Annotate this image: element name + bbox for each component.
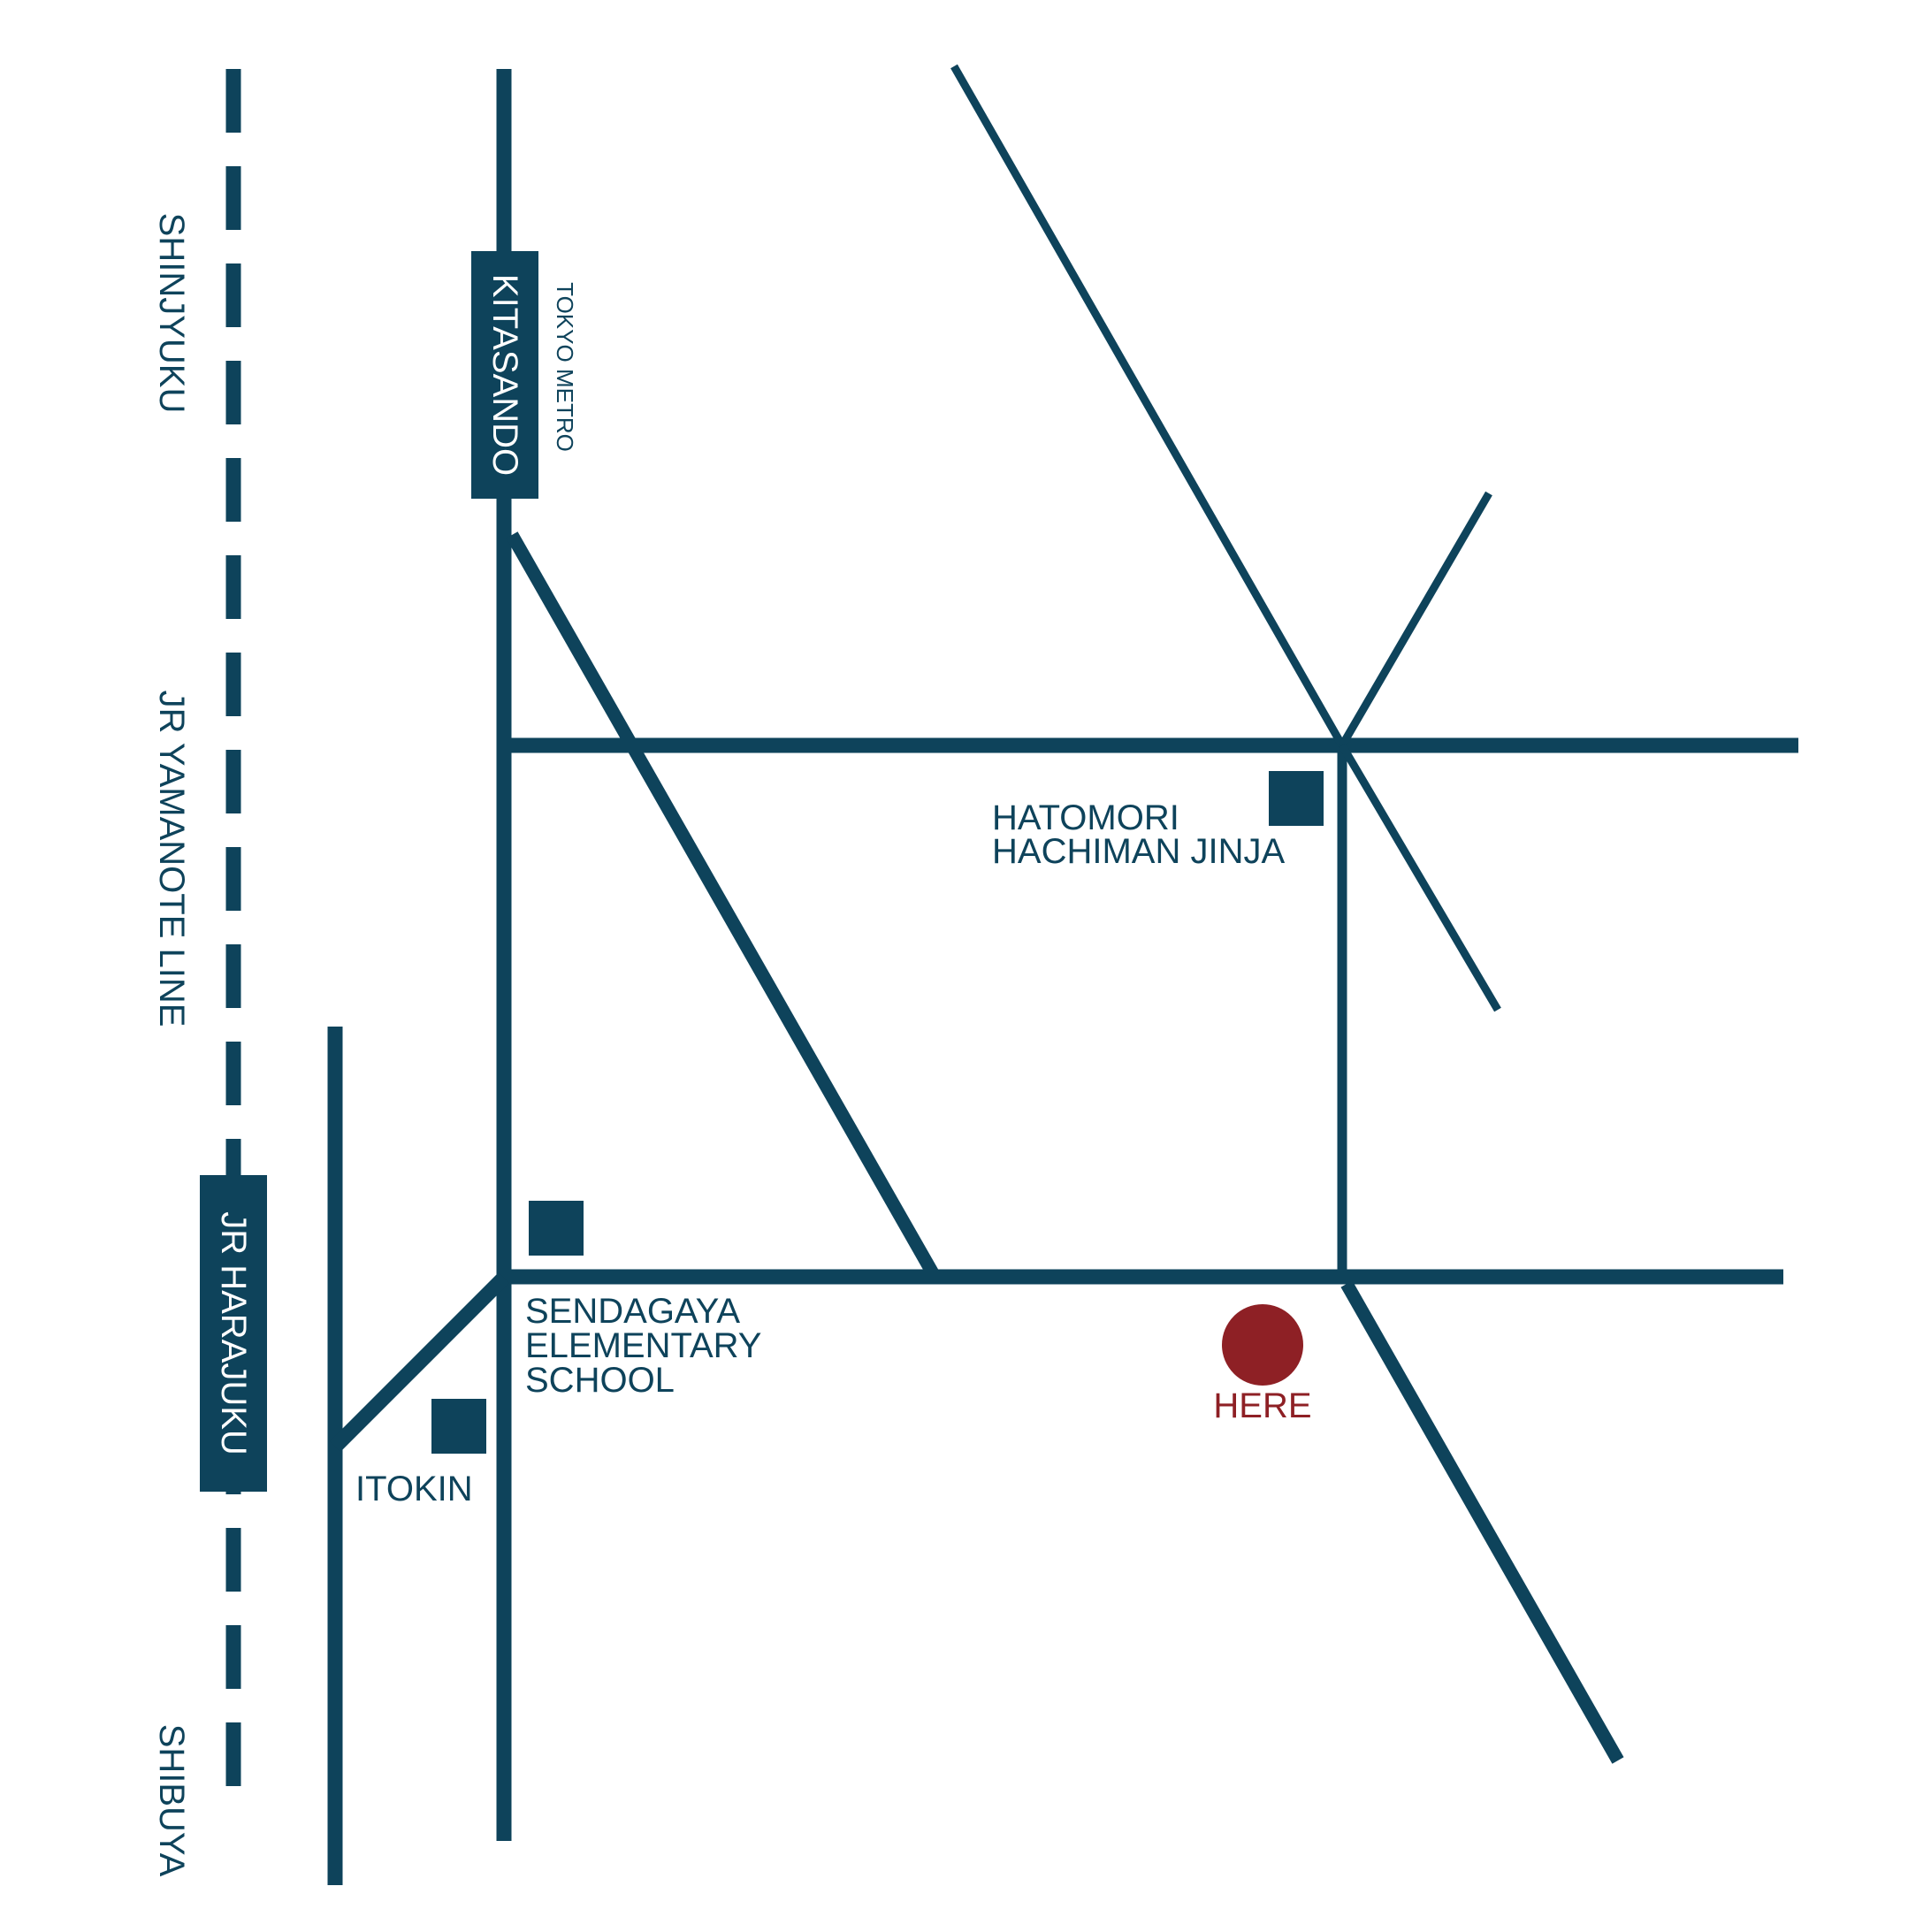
shibuya-label: SHIBUYA (152, 1724, 191, 1877)
school-label-line2: ELEMENTARY (525, 1326, 761, 1365)
yamanote-line-label: JR YAMANOTE LINE (152, 691, 191, 1027)
kitasando-station-name: KITASANDO (485, 274, 524, 476)
itokin-label: ITOKIN (355, 1470, 473, 1508)
road-southeast-branch (1339, 743, 1501, 1012)
shinjyuku-label: SHINJYUKU (152, 213, 191, 414)
hatomori-landmark-square (1269, 771, 1324, 826)
school-label-line3: SCHOOL (525, 1361, 675, 1400)
school-landmark-square (529, 1201, 584, 1256)
harajuku-station-name: JR HARAJUKU (214, 1211, 253, 1455)
hatomori-label-line2: HACHIMAN JINJA (992, 832, 1285, 871)
road-diagonal-kitasando (506, 531, 939, 1277)
here-marker (1222, 1304, 1303, 1386)
harajuku-station-box (200, 1175, 267, 1492)
hatomori-label-line1: HATOMORI (992, 798, 1179, 837)
road-northwest-diagonal (950, 64, 1346, 748)
tokyo-metro-label: TOKYO METRO (552, 282, 578, 452)
road-south-diagonal (1340, 1280, 1624, 1764)
roads (327, 64, 1798, 1885)
here-label: HERE (1213, 1386, 1311, 1425)
school-label-line1: SENDAGAYA (525, 1292, 740, 1331)
itokin-landmark-square (431, 1399, 486, 1454)
road-southwest-diagonal (329, 1271, 510, 1453)
road-northeast-branch (1339, 491, 1492, 748)
kitasando-station-box (471, 251, 538, 499)
